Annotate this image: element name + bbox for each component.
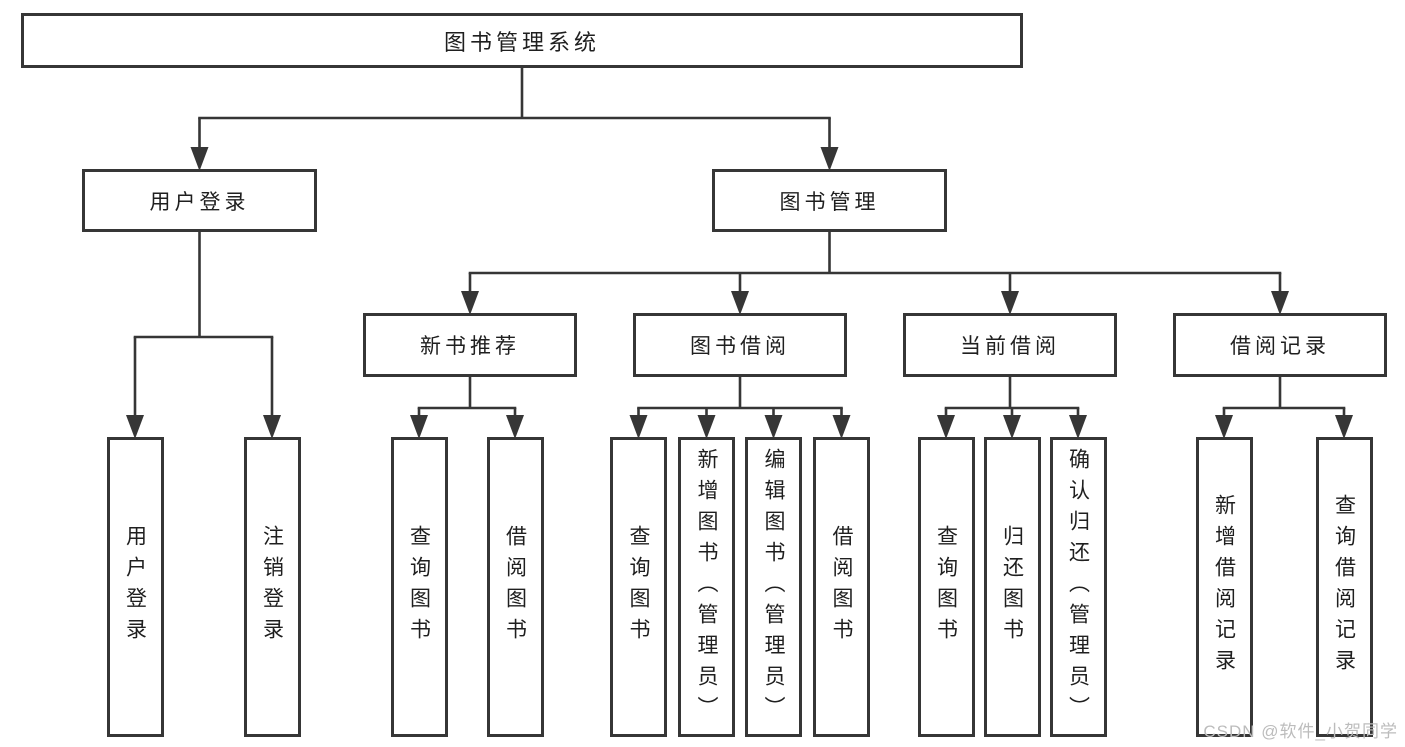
leaf-current-query-book-label: 查询图书 [934,525,958,649]
node-current-borrow: 当前借阅 [903,313,1117,377]
leaf-borrow-add-book-admin: 新增图书（管理员） [678,437,735,737]
node-root: 图书管理系统 [21,13,1023,68]
node-book-management: 图书管理 [712,169,947,232]
leaf-recommend-query-book: 查询图书 [390,437,448,737]
leaf-recommend-borrow-book-label: 借阅图书 [503,525,527,649]
leaf-borrow-edit-book-admin: 编辑图书（管理员） [745,437,802,737]
leaf-logout-label: 注销登录 [260,525,284,649]
leaf-records-query-record: 查询借阅记录 [1315,437,1373,737]
node-new-book-recommend: 新书推荐 [363,313,577,377]
node-borrow-records: 借阅记录 [1173,313,1387,377]
leaf-user-login-label: 用户登录 [123,525,147,649]
leaf-current-return-book-label: 归还图书 [1000,525,1024,649]
leaf-recommend-borrow-book: 借阅图书 [486,437,544,737]
leaf-borrow-add-book-admin-label: 新增图书（管理员） [695,447,718,727]
leaf-borrow-edit-book-admin-label: 编辑图书（管理员） [762,447,785,727]
node-book-borrow: 图书借阅 [633,313,847,377]
leaf-logout: 注销登录 [243,437,301,737]
leaf-records-add-record-label: 新增借阅记录 [1212,494,1236,680]
leaf-recommend-query-book-label: 查询图书 [407,525,431,649]
leaf-records-add-record: 新增借阅记录 [1195,437,1253,737]
leaf-borrow-borrow-book-label: 借阅图书 [830,525,853,649]
leaf-current-query-book: 查询图书 [917,437,975,737]
leaf-borrow-query-book: 查询图书 [610,437,667,737]
leaf-current-confirm-return-admin: 确认归还（管理员） [1049,437,1107,737]
leaf-user-login: 用户登录 [106,437,164,737]
csdn-watermark: CSDN @软件_小贺同学 [1203,722,1398,741]
leaf-records-query-record-label: 查询借阅记录 [1332,494,1356,680]
leaf-borrow-borrow-book: 借阅图书 [813,437,870,737]
leaf-borrow-query-book-label: 查询图书 [627,525,650,649]
leaf-current-return-book: 归还图书 [983,437,1041,737]
leaf-current-confirm-return-admin-label: 确认归还（管理员） [1066,447,1090,727]
node-user-login: 用户登录 [82,169,317,232]
